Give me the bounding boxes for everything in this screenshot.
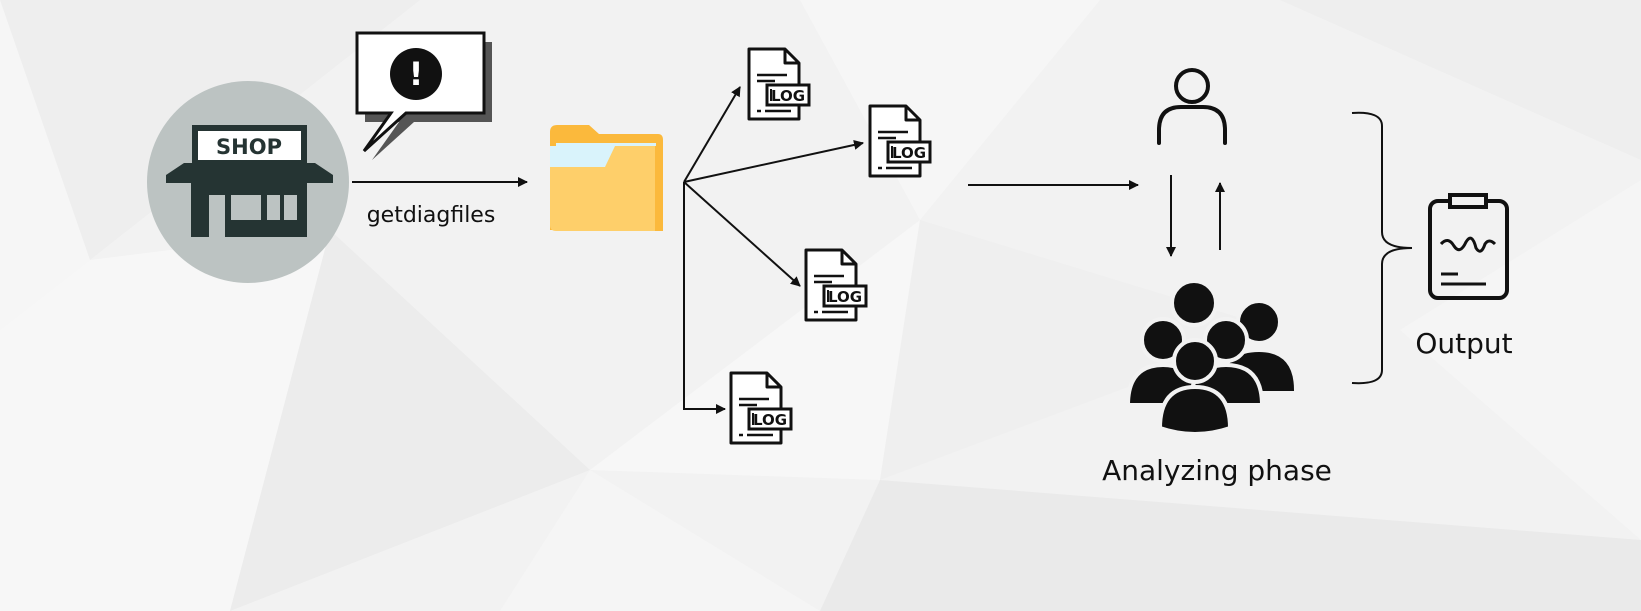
- shop-icon: SHOP: [166, 125, 333, 237]
- log-label: LOG: [828, 288, 862, 306]
- shop-node: SHOP: [147, 81, 349, 283]
- log-file-2: LOG: [868, 104, 932, 178]
- shop-sign-text: SHOP: [216, 135, 282, 159]
- group-icon: [1125, 279, 1298, 436]
- speech-bubble: !: [355, 31, 492, 160]
- log-label: LOG: [771, 87, 805, 105]
- log-label: LOG: [753, 411, 787, 429]
- folder-icon: [550, 125, 663, 231]
- log-file-4: LOG: [729, 371, 793, 445]
- clipboard-icon: [1428, 193, 1509, 300]
- log-file-3: LOG: [804, 248, 868, 322]
- exclamation-icon: !: [390, 48, 442, 100]
- getdiagfiles-label: getdiagfiles: [367, 203, 496, 228]
- user-icon: [1157, 68, 1227, 145]
- exclamation-glyph: !: [409, 55, 424, 93]
- branch-arrows: [683, 86, 864, 414]
- output-label: Output: [1415, 327, 1512, 360]
- log-label: LOG: [892, 144, 926, 162]
- bracket: [1351, 111, 1413, 385]
- analysis-label: Analyzing phase: [1102, 454, 1332, 487]
- log-file-1: LOG: [747, 47, 811, 121]
